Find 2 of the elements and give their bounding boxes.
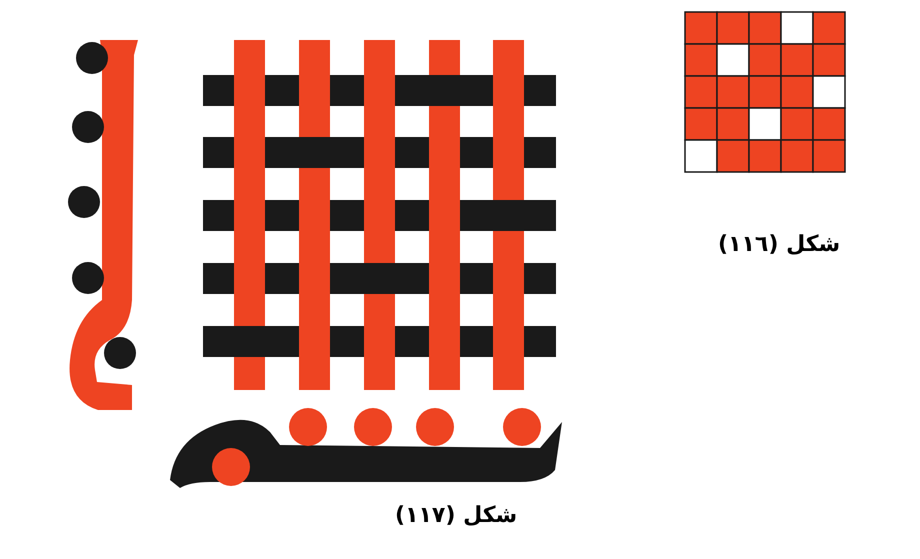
figure-caption: شكل (١١٧) bbox=[395, 503, 518, 528]
figure-caption: شكل (١١٦) bbox=[718, 232, 840, 257]
